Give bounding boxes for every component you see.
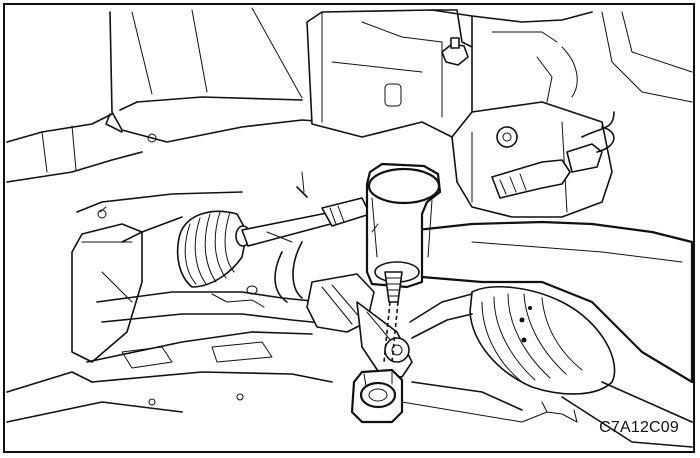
wheel-arch <box>6 113 143 183</box>
cv-joint-boot <box>469 286 693 448</box>
castle-nut <box>350 368 404 424</box>
steering-rack <box>71 191 243 363</box>
upper-body-panel <box>105 7 333 143</box>
stabilizer-bar <box>96 231 333 325</box>
stabilizer-link <box>306 273 473 378</box>
tie-rod-end <box>365 162 442 289</box>
steering-knuckle <box>451 101 615 218</box>
strut-tower <box>306 9 693 138</box>
illustration-frame: C7A12C09 <box>3 3 695 453</box>
rack-bellows-boot <box>176 210 251 288</box>
control-arm <box>415 220 693 384</box>
top-nut <box>441 37 469 66</box>
knuckle-bolt <box>496 126 518 148</box>
lower-subframe <box>6 285 548 423</box>
abs-sensor-connector <box>491 111 615 199</box>
ball-stud <box>383 271 403 363</box>
figure-code: C7A12C09 <box>599 419 679 436</box>
suspension-line-drawing <box>6 7 693 448</box>
tie-rod <box>241 171 371 247</box>
